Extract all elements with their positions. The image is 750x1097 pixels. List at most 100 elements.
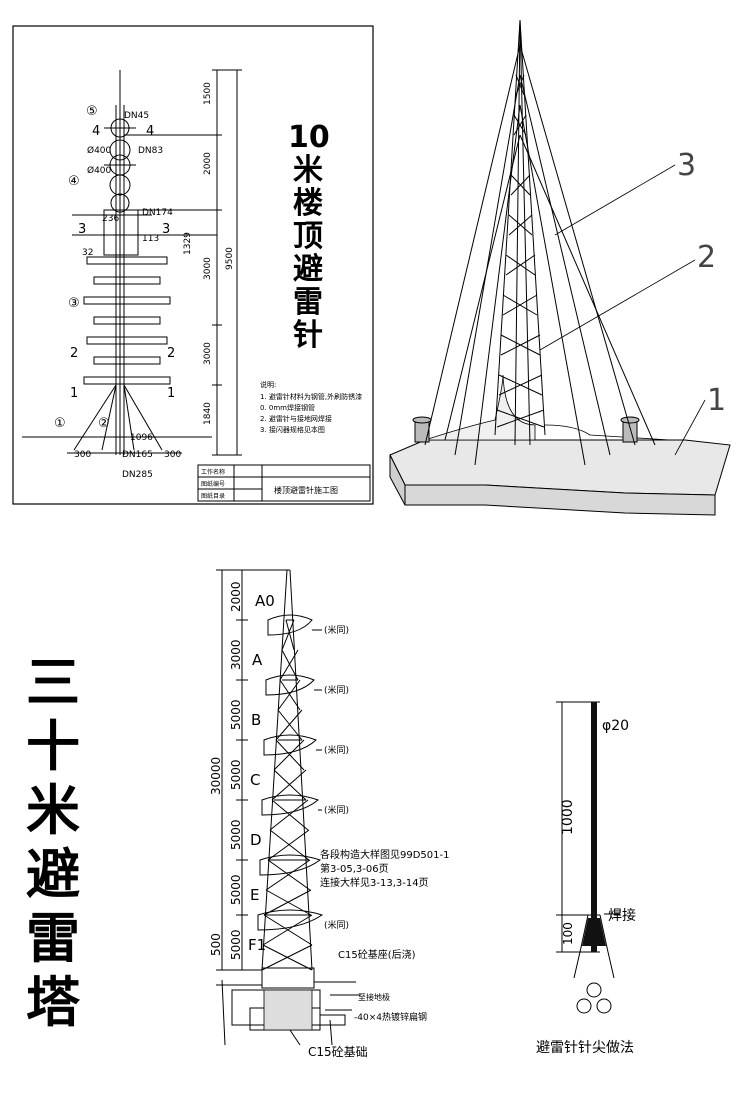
callout-1: ①	[54, 416, 66, 431]
dim-8: 300	[74, 450, 91, 460]
joint-label-5: (米同)	[324, 919, 349, 931]
section-label-a: A	[252, 651, 263, 669]
tower30-title-char-6: 塔	[26, 970, 80, 1034]
section-label-d: D	[250, 831, 262, 849]
tower30-title-char-3: 米	[26, 778, 80, 842]
cap-label: C15砼基座(后浇)	[338, 948, 416, 961]
note-4: 3. 接闪器规格见本图	[260, 425, 325, 434]
roof-rod-svg: 1500 2000 3000 9500 3000 1840 1096 300 3…	[12, 25, 374, 505]
roof-title-char-4: 顶	[293, 219, 323, 254]
zone-label-4-left: 4	[92, 124, 100, 139]
tower30-title-char-5: 雷	[26, 906, 80, 970]
roof-title-char-3: 楼	[293, 186, 323, 221]
iso-label-2: 2	[697, 240, 716, 275]
roof-title-char-6: 雷	[293, 285, 323, 320]
small-length-label: 100	[561, 922, 575, 945]
tower30-note-1: 各段构造大样图见99D501-1	[320, 848, 449, 861]
section-dim-b: 5000	[229, 699, 243, 730]
foundation-label: C15砼基础	[308, 1045, 368, 1059]
title-block-number: 图纸编号	[201, 480, 225, 488]
zone-label-4-right: 4	[146, 124, 154, 139]
dim-10: 236	[102, 214, 119, 224]
tower30-title-char-4: 避	[26, 842, 80, 906]
note-2: 0. 0mm焊接钢管	[260, 403, 315, 412]
earth-label: 至接地极	[358, 992, 390, 1002]
tower30-note-2: 第3-05,3-06页	[320, 862, 389, 875]
section-label-a0: A0	[255, 592, 275, 610]
section-label-b: B	[251, 711, 261, 729]
callout-4: ④	[68, 174, 80, 189]
dim-9: 300	[164, 450, 181, 460]
dim-5: 3000	[203, 342, 213, 365]
section-dim-c: 5000	[229, 759, 243, 790]
zone-label-2-right: 2	[167, 346, 175, 361]
iso-label-1: 1	[707, 383, 726, 418]
iso-label-3: 3	[677, 148, 696, 183]
pipe-label-dn165: DN165	[122, 450, 153, 460]
total-height-dim: 30000	[209, 757, 223, 795]
weld-label: 焊接	[608, 907, 636, 924]
section-dim-e: 5000	[229, 874, 243, 905]
callout-3: ③	[68, 296, 80, 311]
rod-tip-caption: 避雷针针尖做法	[536, 1040, 634, 1056]
zone-label-3-left: 3	[78, 222, 86, 237]
drawing-border	[12, 25, 374, 505]
rod-tip-svg: φ20 1000 焊接 100 避雷针针尖做法	[536, 701, 636, 1056]
dim-4: 9500	[225, 247, 235, 270]
rod-tip-bar	[591, 702, 597, 952]
callout-5: ⑤	[86, 104, 98, 119]
dim-1: 1500	[203, 82, 213, 105]
roof-title-char-5: 避	[293, 252, 323, 287]
zone-label-2-left: 2	[70, 346, 78, 361]
base-height-dim: 500	[209, 933, 223, 956]
title-block-index: 图纸目录	[201, 492, 225, 500]
zone-label-1-left: 1	[70, 386, 78, 401]
joint-label-2: (米同)	[324, 684, 349, 696]
dim-14: Ø400	[87, 145, 112, 156]
roof-rod-drawing: 1500 2000 3000 9500 3000 1840 1096 300 3…	[12, 25, 374, 505]
flat-steel-label: -40×4热镀锌扁钢	[354, 1011, 427, 1023]
rod-length-label: 1000	[560, 799, 576, 835]
dim-2: 2000	[203, 152, 213, 175]
roof-title-char-1: 10	[288, 120, 330, 155]
callout-2: ②	[98, 416, 110, 431]
note-1: 1. 避雷针材料为钢管,外刷防锈漆	[260, 392, 362, 401]
roof-rod-title: 10 米 楼 顶 避 雷 针	[288, 120, 330, 353]
pipe-label-dn174: DN174	[142, 208, 173, 218]
section-label-f1: F1	[248, 936, 266, 954]
rod-diameter-label: φ20	[602, 718, 629, 734]
title-block-name: 工作名称	[201, 468, 225, 476]
joint-label-4: (米同)	[324, 804, 349, 816]
note-3: 2. 避雷针与接地网焊接	[260, 414, 332, 423]
dim-11: 32	[82, 248, 93, 258]
dim-3: 3000	[203, 257, 213, 280]
section-dim-d: 5000	[229, 819, 243, 850]
pipe-label-dn45: DN45	[124, 111, 149, 121]
pipe-label-dn83: DN83	[138, 146, 163, 156]
tower30-note-3: 连接大样见3-13,3-14页	[320, 876, 429, 889]
section-dim-a0: 2000	[229, 581, 243, 612]
joint-label-1: (米同)	[324, 624, 349, 636]
rod-tip-detail: φ20 1000 焊接 100 避雷针针尖做法	[510, 690, 740, 1090]
tower30-title-char-2: 十	[26, 714, 80, 778]
section-label-e: E	[250, 886, 259, 904]
isometric-tower-view: 3 2 1	[385, 15, 740, 520]
dim-13: 1329	[183, 232, 193, 255]
joint-label-3: (米同)	[324, 744, 349, 756]
section-dim-f1: 5000	[229, 929, 243, 960]
section-label-c: C	[250, 771, 260, 789]
dim-7: 1096	[130, 433, 153, 443]
roof-title-char-7: 针	[293, 318, 323, 353]
zone-label-1-right: 1	[167, 386, 175, 401]
tower30-title: 三 十 米 避 雷 塔	[18, 650, 88, 1034]
tower30-drawing: A0 A B C D E F1 2000 3000 5000 5000 5000…	[0, 540, 470, 1090]
isometric-tower-svg: 3 2 1	[389, 19, 731, 516]
zone-label-3-right: 3	[162, 222, 170, 237]
title-block-drawing-title: 楼顶避雷针施工图	[274, 485, 338, 495]
dim-12: 113	[142, 234, 159, 244]
notes-heading: 说明:	[260, 380, 276, 389]
roof-title-char-2: 米	[293, 153, 323, 188]
section-dim-a: 3000	[229, 639, 243, 670]
pipe-label-dn285: DN285	[122, 470, 153, 480]
dim-15: Ø400	[87, 165, 112, 176]
